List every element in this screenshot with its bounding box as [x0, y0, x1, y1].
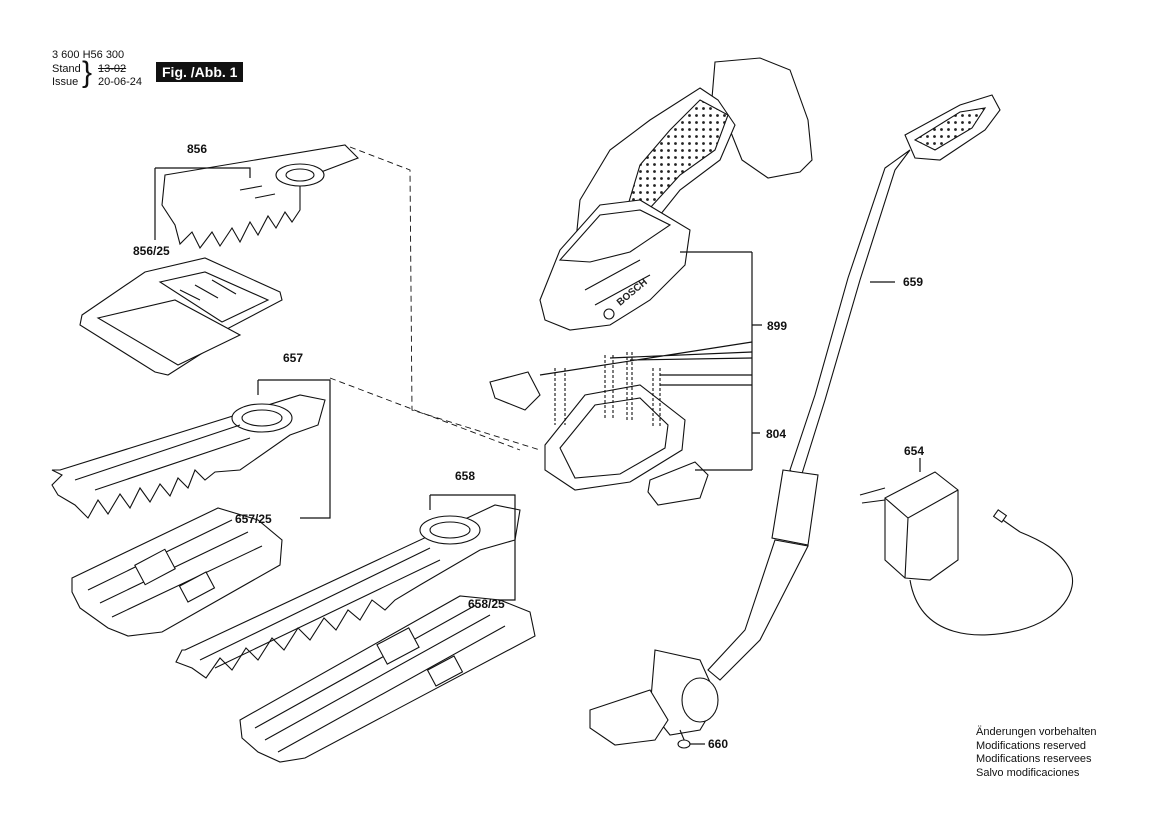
hedge-blade-657: [51, 394, 326, 519]
part-label-660: 660: [708, 737, 728, 751]
part-label-659: 659: [903, 275, 923, 289]
alignment-lines: [329, 146, 541, 451]
part-labels: 856 856/25 657 657/25 658 658/25 899 804…: [133, 142, 924, 751]
issue-label: Issue: [52, 76, 79, 88]
stand-date-struck: 13-02: [98, 63, 127, 75]
modification-notice: Änderungen vorbehalten Modifications res…: [976, 726, 1096, 780]
brace-symbol: }: [82, 56, 93, 89]
tool-body: BOSCH: [539, 57, 813, 331]
leader-lines: [154, 167, 921, 745]
part-label-654: 654: [904, 444, 924, 458]
part-label-856: 856: [187, 142, 207, 156]
stand-label: Stand: [52, 63, 81, 75]
charger-654: [859, 471, 1074, 636]
hedge-blade-658: [175, 504, 521, 679]
hedge-guard-657-25: [71, 507, 283, 637]
shrub-guard-856-25: [79, 257, 283, 376]
hedge-guard-658-25: [239, 595, 536, 763]
figure-label: Fig. /Abb. 1: [156, 62, 244, 82]
part-label-899: 899: [767, 319, 787, 333]
notice-line-fr: Modifications reservees: [976, 753, 1092, 765]
notice-line-de: Änderungen vorbehalten: [976, 726, 1097, 738]
part-label-658-25: 658/25: [468, 597, 505, 611]
notice-line-en: Modifications reserved: [976, 739, 1087, 752]
base-assembly: [489, 352, 709, 506]
part-label-856-25: 856/25: [133, 244, 170, 258]
extension-handle-659: [589, 94, 1001, 749]
part-label-657: 657: [283, 351, 303, 365]
notice-line-es: Salvo modificaciones: [976, 766, 1080, 779]
issue-date: 20-06-24: [98, 76, 143, 88]
document-reference: 3 600 H56 300: [52, 49, 125, 61]
part-label-658: 658: [455, 469, 475, 483]
part-label-657-25: 657/25: [235, 512, 272, 526]
shrub-blade-856: [161, 144, 359, 250]
part-label-804: 804: [766, 427, 786, 441]
